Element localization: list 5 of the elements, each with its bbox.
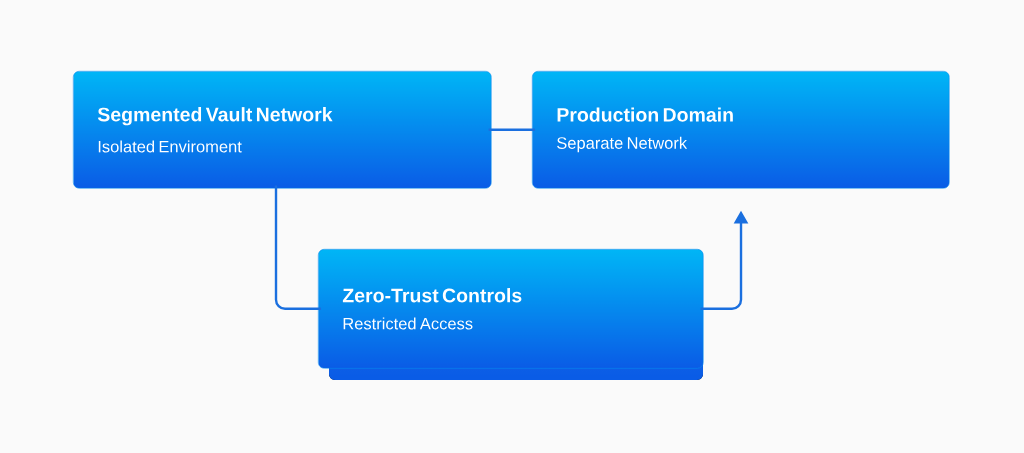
connector-line: [488, 128, 535, 131]
process-box: Zero-Trust Controls Restricted Access: [318, 249, 704, 369]
process-box: Segmented Vault Network Isolated Enviroment: [73, 71, 492, 189]
connector-line: [274, 185, 321, 310]
process-box: Production Domain Separate Network: [532, 71, 950, 189]
